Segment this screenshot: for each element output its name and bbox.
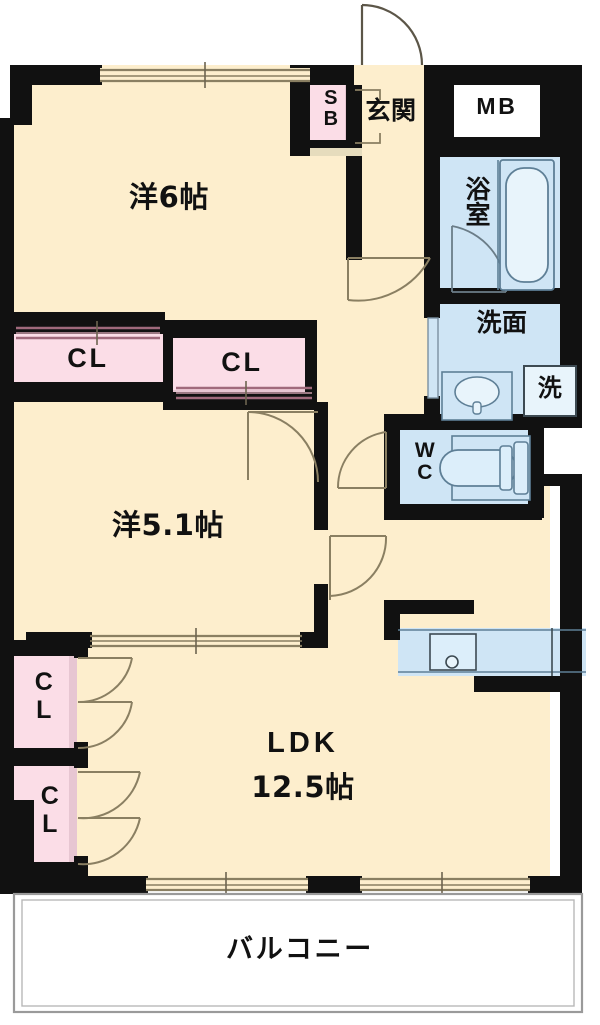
wall-closet-nr-bottom — [163, 392, 315, 410]
closet-north-left-doors — [16, 321, 160, 345]
room-label-washroom: 洗面 — [476, 308, 528, 337]
window-south-left — [146, 872, 308, 897]
wall-bedroom6-right-b — [346, 246, 362, 260]
wall-hall-left — [314, 402, 328, 520]
closet-west-lower-doors — [77, 771, 141, 866]
ldk-door-swing — [329, 535, 388, 600]
room-label-bedroom-north: 洋6帖 — [129, 180, 209, 214]
window-south-right — [360, 872, 530, 897]
wall-closet-w-right-u2 — [74, 742, 88, 768]
wall-top-mid — [308, 65, 354, 85]
room-label-ldk-line2: 12.5帖 — [251, 770, 355, 804]
wall-left-outer-2 — [0, 118, 13, 890]
washroom-door — [427, 317, 439, 399]
wall-closet-wl-left-fill — [10, 800, 34, 878]
wall-ps-top — [528, 414, 582, 430]
wall-closet-w-right-u — [74, 640, 88, 658]
wall-kitchen-bottom — [474, 676, 582, 692]
kitchen-sink-icon — [398, 628, 586, 676]
wall-bottom-right — [528, 876, 582, 894]
wall-genkan-right — [424, 85, 440, 157]
wall-bedroom6-right — [346, 85, 362, 250]
wall-left-outer — [10, 65, 32, 125]
wall-top-left — [10, 65, 102, 85]
closet-label-north-right: CL — [221, 347, 263, 377]
sliding-partition-ldk — [90, 628, 302, 654]
closet-west-lower-edge — [69, 766, 77, 866]
wall-genkan-left — [290, 65, 310, 155]
closet-north-left-fill — [13, 333, 163, 385]
wc-letter-w: W — [414, 439, 436, 462]
entrance-door-swing — [360, 3, 424, 66]
washer-space-label: 洗 — [537, 374, 563, 402]
wc-door-swing — [336, 431, 387, 489]
genkan-hall-sill — [310, 148, 362, 156]
closet-west-upper-edge — [69, 652, 77, 752]
closet-wl-c: C — [40, 782, 60, 810]
closet-west-upper-fill — [13, 652, 75, 752]
balcony-inner-line — [21, 899, 575, 1007]
wall-bottom-left — [0, 876, 148, 894]
bedroom6-door-swing — [347, 257, 431, 302]
washbasin-icon — [441, 371, 513, 421]
washer-space-icon — [523, 365, 577, 417]
wall-bedroom6-bottom-2 — [163, 320, 173, 396]
closet-label-west-upper: C L — [22, 668, 66, 724]
window-north-bedroom6 — [100, 62, 310, 88]
room-label-toilet: W C — [408, 439, 442, 485]
room-label-bedroom-west: 洋5.1帖 — [111, 508, 225, 542]
wall-wc-bottom — [384, 504, 542, 520]
genkan-step — [355, 89, 381, 144]
wc-letter-c: C — [417, 461, 433, 485]
wall-mb-notch — [540, 65, 582, 143]
room-label-bath: 浴室 — [456, 176, 496, 233]
closet-label-north-left: CL — [67, 343, 109, 373]
wall-closet-nr-top — [163, 320, 315, 338]
closet-wu-l: L — [36, 696, 52, 724]
room-label-ldk-line1: LDK — [267, 727, 339, 759]
wall-washroom-left-a — [424, 300, 440, 318]
closet-wu-c: C — [34, 668, 54, 696]
bathtub-icon — [497, 159, 555, 291]
balcony-label: バルコニー — [226, 934, 374, 965]
wall-closet-wu-bottom — [10, 748, 88, 766]
wall-bath-left — [424, 150, 440, 300]
wall-mb-left — [440, 65, 454, 147]
wall-kitchen-top — [384, 600, 474, 614]
wall-hall-left-3 — [314, 584, 328, 640]
closet-wl-l: L — [42, 810, 58, 838]
wall-left-outer-3 — [10, 118, 14, 890]
bedroom5-door-swing — [247, 411, 319, 483]
wall-closet-wu-top — [10, 640, 88, 656]
wall-bottom-mid — [306, 876, 362, 894]
closet-north-right-doors — [176, 381, 312, 405]
pipe-space-fill — [544, 428, 582, 474]
sb-letter-b: B — [323, 108, 339, 130]
wall-closet-nl-bottom — [10, 382, 165, 402]
closet-west-upper-doors — [77, 657, 133, 750]
wall-bedroom6-bottom — [10, 312, 165, 334]
meter-box-label: MB — [476, 93, 518, 119]
wall-closet-nr-right — [305, 320, 317, 410]
sb-letter-s: S — [324, 87, 338, 109]
wall-top-right — [424, 65, 550, 85]
closet-label-west-lower: C L — [28, 782, 72, 838]
wall-wc-left — [384, 414, 400, 518]
toilet-icon — [439, 435, 531, 501]
bath-label-text: 浴室 — [462, 176, 491, 227]
wall-hall-left-2 — [314, 512, 328, 530]
room-label-entrance: 玄関 — [365, 96, 417, 125]
wall-ps-bottom — [528, 472, 582, 486]
wall-closet-w-right-l2 — [74, 856, 88, 878]
balcony-area — [12, 892, 584, 1014]
wall-bedroom5-bottom-r — [300, 632, 328, 648]
shoe-box-label: S B — [314, 88, 348, 130]
kitchen-fill — [398, 628, 586, 676]
closet-north-right-fill — [172, 336, 312, 392]
